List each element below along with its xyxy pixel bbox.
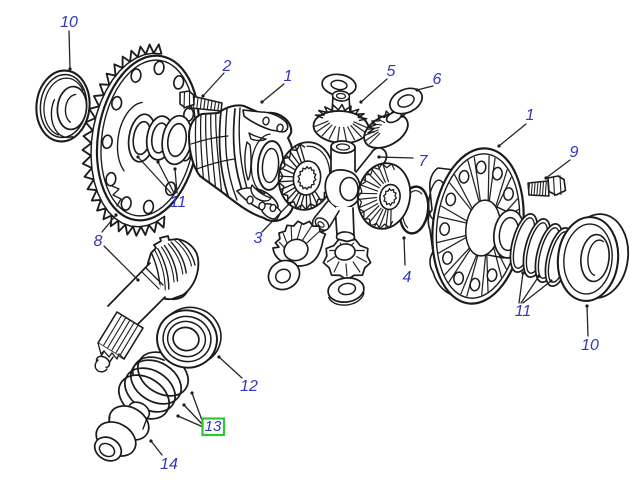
svg-text:11: 11 — [515, 303, 532, 320]
svg-text:8: 8 — [94, 233, 103, 250]
svg-text:1: 1 — [284, 68, 293, 85]
svg-text:6: 6 — [433, 71, 442, 88]
svg-text:10: 10 — [60, 14, 78, 31]
svg-text:12: 12 — [240, 378, 258, 395]
svg-text:1: 1 — [526, 107, 535, 124]
svg-text:3: 3 — [254, 230, 263, 247]
svg-text:13: 13 — [205, 418, 222, 435]
svg-text:9: 9 — [570, 144, 579, 161]
svg-text:14: 14 — [160, 456, 178, 473]
svg-text:4: 4 — [403, 269, 412, 286]
svg-text:11: 11 — [170, 194, 187, 211]
svg-text:7: 7 — [419, 153, 429, 170]
svg-text:5: 5 — [387, 63, 396, 80]
svg-text:2: 2 — [222, 58, 232, 75]
svg-text:10: 10 — [581, 337, 599, 354]
